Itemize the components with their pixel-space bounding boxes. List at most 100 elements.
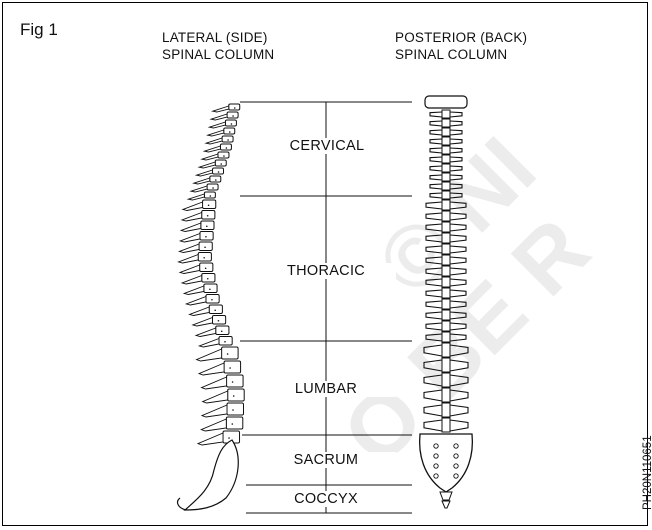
lateral-speckle: [233, 395, 235, 397]
lateral-speckle: [205, 267, 207, 269]
lateral-vertebra: [215, 160, 226, 166]
posterior-vertebra: [442, 332, 450, 342]
lateral-vertebra: [203, 200, 216, 209]
posterior-vertebra: [442, 173, 450, 181]
lateral-vertebra: [218, 152, 229, 158]
lateral-process: [196, 328, 216, 337]
lateral-process: [211, 114, 227, 120]
lateral-process: [180, 234, 200, 243]
posterior-vertebra: [442, 233, 450, 243]
lateral-speckle: [223, 155, 225, 157]
posterior-vertebra: [442, 211, 450, 221]
posterior-heading-line2: SPINAL COLUMN: [395, 46, 527, 63]
lateral-coccyx: [178, 498, 186, 510]
lateral-speckle: [218, 171, 220, 173]
posterior-vertebra: [442, 288, 450, 298]
lateral-vertebra: [219, 337, 232, 346]
lateral-vertebra: [204, 192, 215, 198]
lateral-process: [203, 391, 228, 403]
posterior-process-right: [450, 121, 462, 126]
lateral-vertebra: [220, 144, 231, 150]
lateral-process: [198, 433, 223, 445]
posterior-vertebra: [442, 222, 450, 232]
lateral-process: [183, 202, 203, 211]
lateral-vertebra: [213, 168, 224, 174]
posterior-sacrum: [420, 434, 473, 492]
lateral-process: [181, 223, 201, 232]
lateral-speckle: [205, 236, 207, 238]
posterior-process-left: [430, 139, 442, 144]
posterior-vertebra: [442, 137, 450, 145]
posterior-vertebra: [442, 200, 450, 210]
region-label-coccyx: COCCYX: [256, 491, 396, 507]
posterior-vertebra: [442, 343, 450, 357]
lateral-speckle: [227, 353, 229, 355]
lateral-process: [199, 339, 219, 348]
lateral-process: [191, 186, 207, 192]
lateral-vertebra: [198, 253, 211, 262]
lateral-speckle: [232, 423, 234, 425]
lateral-speckle: [232, 409, 234, 411]
lateral-vertebra: [226, 417, 243, 429]
posterior-heading: POSTERIOR (BACK) SPINAL COLUMN: [395, 29, 527, 63]
lateral-vertebra: [212, 316, 225, 325]
posterior-vertebra: [442, 110, 450, 118]
lateral-speckle: [208, 204, 210, 206]
lateral-speckle: [207, 215, 209, 217]
posterior-process-right: [450, 112, 462, 117]
posterior-vertebra: [442, 310, 450, 320]
lateral-vertebra: [200, 232, 213, 241]
posterior-vertebra: [442, 146, 450, 154]
posterior-vertebra: [442, 255, 450, 265]
lateral-vertebra: [210, 176, 221, 182]
posterior-coccyx: [440, 492, 452, 508]
lateral-speckle: [218, 320, 220, 322]
lateral-process: [208, 130, 224, 136]
posterior-vertebra: [442, 119, 450, 127]
lateral-process: [182, 276, 202, 285]
lateral-speckle: [221, 330, 223, 332]
posterior-atlas: [425, 96, 467, 108]
posterior-process-left: [430, 148, 442, 153]
lateral-speckle: [227, 139, 229, 141]
lateral-spinal-column: [178, 104, 245, 510]
image-code: PH20N110651: [642, 435, 652, 510]
lateral-process: [202, 405, 227, 417]
lateral-speckle: [232, 115, 234, 117]
posterior-vertebra: [442, 244, 450, 254]
lateral-process: [199, 162, 215, 168]
lateral-process: [194, 178, 210, 184]
lateral-process: [213, 106, 229, 112]
lateral-process: [193, 318, 213, 327]
posterior-vertebra: [442, 388, 450, 402]
lateral-heading-line1: LATERAL (SIDE): [162, 29, 274, 46]
lateral-speckle: [209, 288, 211, 290]
lateral-vertebra: [227, 112, 238, 118]
lateral-heading: LATERAL (SIDE) SPINAL COLUMN: [162, 29, 274, 63]
lateral-speckle: [203, 257, 205, 259]
lateral-speckle: [204, 246, 206, 248]
lateral-speckle: [215, 179, 217, 181]
lateral-process: [209, 122, 225, 128]
lateral-vertebra: [202, 274, 215, 283]
lateral-speckle: [229, 367, 231, 369]
lateral-vertebra: [225, 120, 236, 126]
lateral-heading-line2: SPINAL COLUMN: [162, 46, 274, 63]
posterior-vertebra: [442, 128, 450, 136]
posterior-vertebra: [442, 155, 450, 163]
lateral-vertebra: [202, 211, 215, 220]
region-label-sacrum: SACRUM: [256, 452, 396, 468]
lateral-vertebra: [222, 347, 239, 359]
posterior-process-left: [430, 121, 442, 126]
lateral-vertebra: [201, 221, 214, 230]
lateral-vertebra: [227, 375, 244, 387]
lateral-process: [206, 138, 222, 144]
lateral-vertebra: [227, 403, 244, 415]
region-label-thoracic: THORACIC: [256, 263, 396, 279]
lateral-process: [202, 377, 227, 389]
posterior-vertebra: [442, 321, 450, 331]
lateral-process: [179, 255, 199, 264]
lateral-speckle: [228, 437, 230, 439]
lateral-process: [186, 297, 206, 306]
lateral-vertebra: [222, 136, 233, 142]
